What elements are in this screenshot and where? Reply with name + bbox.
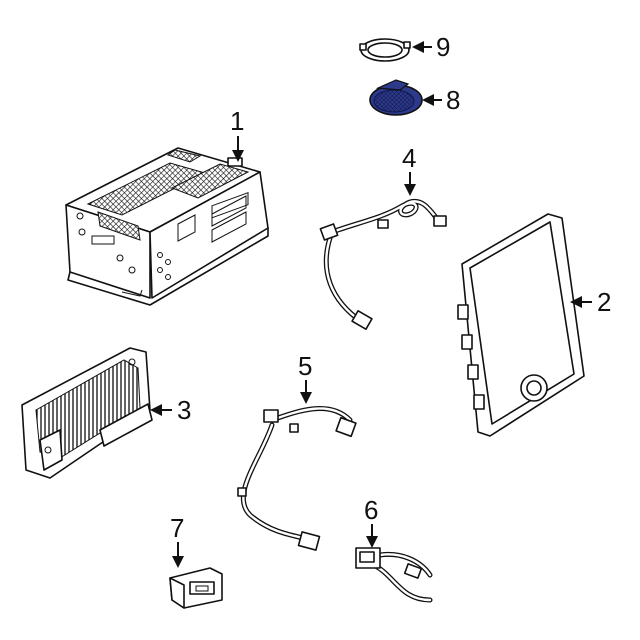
part-8-speaker-grille — [369, 79, 423, 116]
callout-5: 5 — [298, 351, 312, 381]
part-4-antenna-cable — [319, 198, 447, 330]
part-6-connector-harness — [355, 547, 433, 603]
callout-2: 2 — [597, 287, 611, 317]
part-7-port-module — [169, 567, 223, 609]
callout-4: 4 — [402, 143, 416, 173]
part-2-display-panel — [457, 213, 585, 437]
callout-labels: 1 2 3 4 5 6 7 8 9 — [170, 32, 611, 543]
part-9-retaining-ring — [359, 38, 411, 62]
callout-6: 6 — [364, 495, 378, 525]
callout-9: 9 — [436, 32, 450, 62]
callout-7: 7 — [170, 513, 184, 543]
callout-8: 8 — [446, 85, 460, 115]
callout-3: 3 — [177, 395, 191, 425]
callout-arrows — [150, 41, 592, 568]
part-3-amplifier — [21, 347, 153, 479]
part-5-wiring-harness — [237, 405, 357, 551]
callout-1: 1 — [230, 106, 244, 136]
part-1-receiver-chassis — [65, 147, 269, 306]
